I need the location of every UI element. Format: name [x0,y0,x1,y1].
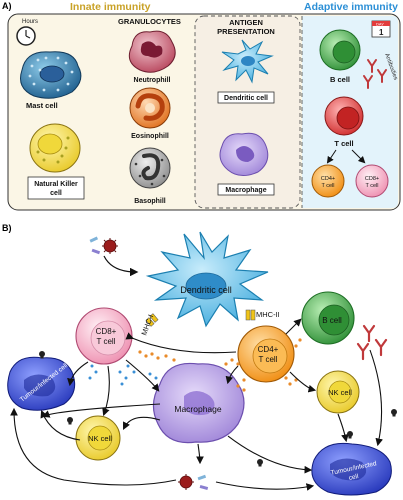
eosinophil-label: Eosinophill [131,133,169,140]
t-to-cd8-arrow [351,149,366,164]
cd4-cell-small [311,164,345,198]
innate-immunity-header: Innate immunity [70,1,151,13]
macrophage-label: Macrophage [225,187,266,194]
basophil-cell [129,147,171,189]
nk-cell-right [316,370,360,414]
virus-icon-top [89,236,118,255]
dendritic-cell-label: Dendritic cell [224,95,268,102]
cd4-t-cell [237,325,295,383]
antibody-icons [363,59,387,89]
eosinophil-cell [129,87,171,129]
b-cell-small [319,29,361,71]
tumour-cell-bottom [311,442,392,496]
macrophage-small [219,132,269,176]
cd8-t-cell-line2: T cell [97,337,116,346]
cytokine-dots [88,338,302,392]
calendar-month: DAY [376,22,384,27]
basophil-label: Basophill [134,198,166,205]
clock-label: Hours [22,19,38,25]
mhc-ii-connector [245,309,256,321]
tumour-bottom-label-line2: cell [348,473,360,482]
calendar-icon: DAY 1 [371,20,391,38]
calendar-day: 1 [379,28,384,37]
antigen-presentation-box [194,15,301,209]
panel-b-label: B) [2,223,12,233]
cd8-t-cell [75,307,133,365]
clock-icon [16,26,36,46]
dendritic-cell-label-b: Dendritic cell [180,285,232,295]
interaction-arrows [10,318,383,491]
t-cell-small [324,96,364,136]
t-to-cd4-arrow [326,149,337,164]
cd8-t-cell-line1: CD8+ [96,327,117,336]
cd4-t-cell-line2: T cell [259,355,278,364]
antibody-icons-b [356,324,388,361]
virus-to-dendritic-arrow [103,255,139,277]
virus-icon-bottom [178,474,209,490]
macrophage-large [152,362,245,444]
mhc-i-connector [145,313,159,327]
dendritic-cell-small [221,39,274,84]
dendritic-cell-large [145,231,269,328]
macrophage-label-box [217,183,275,196]
mhc-ii-label: MHC-II [256,310,280,319]
t-cell-label: T cell [334,139,353,148]
nk-cell-left [75,415,121,461]
b-cell-label: B cell [330,75,350,84]
cd4-t-cell-line1: CD4+ [258,345,279,354]
cd4-small-line1: CD4+ [321,176,335,182]
cd8-cell-small [355,164,389,198]
nk-cell-left-label: NK cell [88,434,112,443]
adaptive-immunity-header: Adaptive immunity [304,1,398,13]
neutrophil-label: Neutrophill [134,77,171,84]
tumour-cell-left [7,356,76,411]
neutrophil-cell [128,30,176,73]
cd8-small-line2: T cell [365,183,378,189]
nk-cell-label-line1: Natural Killer [34,181,78,188]
panel-a-label: A) [2,1,12,11]
macrophage-label-b: Macrophage [174,404,222,414]
natural-killer-cell [29,123,81,173]
nk-cell-label-line2: cell [50,190,62,197]
antigen-title-line1: ANTIGEN [229,18,263,27]
dendritic-cell-label-box [217,91,275,104]
b-cell-large [301,291,355,345]
cd4-small-line2: T cell [321,183,334,189]
skull-icons [39,351,397,467]
granulocytes-title: GRANULOCYTES [118,17,181,26]
b-cell-label-b: B cell [322,316,342,325]
nk-cell-label-box [27,176,85,200]
mast-cell [20,51,82,99]
mast-cell-label: Mast cell [26,101,58,110]
nk-cell-right-label: NK cell [328,388,352,397]
cd8-small-line1: CD8+ [365,176,379,182]
antigen-title-line2: PRESENTATION [217,27,275,36]
